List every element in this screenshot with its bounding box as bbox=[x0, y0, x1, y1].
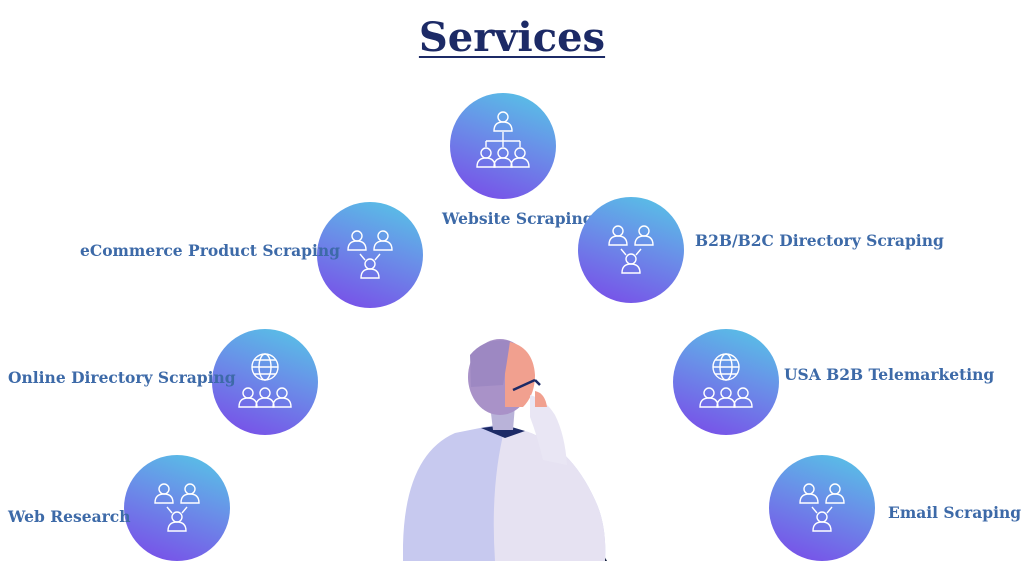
globe-users-icon bbox=[691, 347, 761, 417]
org-chart-icon bbox=[468, 111, 538, 181]
service-label-email-scraping: Email Scraping bbox=[888, 503, 1022, 522]
team-network-icon bbox=[335, 220, 405, 290]
ecommerce-scraping-badge bbox=[317, 202, 423, 308]
team-network-icon bbox=[787, 473, 857, 543]
service-label-online-directory: Online Directory Scraping bbox=[8, 368, 236, 387]
web-research-badge bbox=[124, 455, 230, 561]
team-network-icon bbox=[142, 473, 212, 543]
page-title: Services bbox=[418, 14, 606, 61]
globe-users-icon bbox=[230, 347, 300, 417]
service-label-web-research: Web Research bbox=[8, 507, 131, 526]
service-label-telemarketing: USA B2B Telemarketing bbox=[784, 365, 995, 384]
service-label-website-scraping: Website Scraping bbox=[442, 209, 594, 228]
email-scraping-badge bbox=[769, 455, 875, 561]
thinking-person-illustration bbox=[403, 339, 607, 561]
website-scraping-badge bbox=[450, 93, 556, 199]
team-network-icon bbox=[596, 215, 666, 285]
service-label-b2b-directory: B2B/B2C Directory Scraping bbox=[695, 231, 944, 250]
service-label-ecommerce-scraping: eCommerce Product Scraping bbox=[80, 241, 340, 260]
online-directory-badge bbox=[212, 329, 318, 435]
telemarketing-badge bbox=[673, 329, 779, 435]
directory-scraping-badge bbox=[578, 197, 684, 303]
